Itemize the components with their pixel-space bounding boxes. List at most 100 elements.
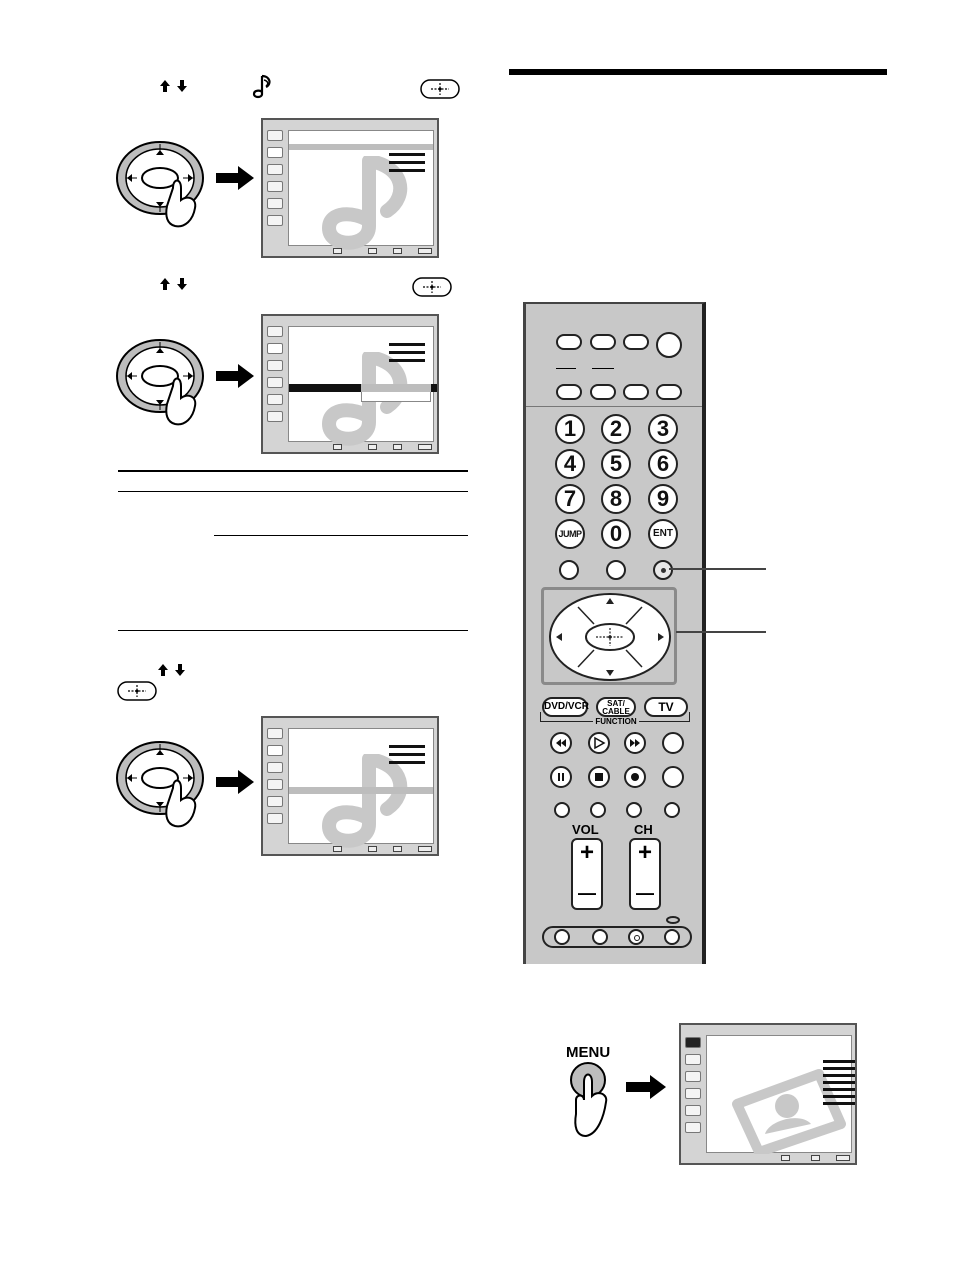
remote-top-button[interactable] — [590, 384, 616, 400]
right-arrow-icon — [216, 166, 254, 190]
view-icon — [666, 916, 680, 924]
sidebar-icon-setup — [685, 1122, 701, 1133]
menu-highlight-row — [289, 787, 433, 794]
footer-move-icon — [333, 444, 342, 450]
joystick-press-illustration — [116, 339, 204, 426]
footer-back-icon — [393, 248, 402, 254]
remote-round-button[interactable] — [559, 560, 579, 580]
remote-top-button[interactable] — [623, 384, 649, 400]
sidebar-icon-channel — [267, 181, 283, 192]
footer-move-icon — [333, 846, 342, 852]
stop-button[interactable] — [588, 766, 610, 788]
footer-menu-icon — [418, 444, 432, 450]
remote-small-button[interactable] — [664, 802, 680, 818]
remote-round-button[interactable] — [662, 732, 684, 754]
sidebar-icon-picture — [267, 728, 283, 739]
channel-rocker[interactable]: + — — [629, 838, 661, 910]
rewind-button[interactable] — [550, 732, 572, 754]
play-button[interactable] — [588, 732, 610, 754]
menu-value-bar — [389, 343, 425, 346]
volume-up[interactable]: + — [579, 839, 594, 866]
remote-round-button[interactable] — [606, 560, 626, 580]
remote-small-button[interactable] — [592, 929, 608, 945]
footer-move-icon — [781, 1155, 790, 1161]
sidebar-icon-picture — [685, 1037, 701, 1048]
menu-value-bar — [823, 1081, 855, 1084]
button-center-dot — [661, 568, 666, 573]
callout-line-menu — [669, 568, 766, 570]
remote-small-button[interactable] — [626, 802, 642, 818]
footer-select-icon — [368, 444, 377, 450]
fast-forward-button[interactable] — [624, 732, 646, 754]
sidebar-icon-parent — [267, 198, 283, 209]
power-button[interactable] — [656, 332, 682, 358]
number-button-0[interactable]: 0 — [601, 519, 631, 549]
sat-cable-button[interactable]: SAT/ CABLE — [596, 697, 636, 717]
number-button-1[interactable]: 1 — [555, 414, 585, 444]
right-arrow-icon — [216, 364, 254, 388]
pause-button[interactable] — [550, 766, 572, 788]
sidebar-icon-sound — [267, 147, 283, 158]
joystick-press-illustration — [116, 141, 204, 228]
dvd-vcr-button[interactable]: DVD/VCR — [542, 697, 589, 717]
menu-content-area — [288, 326, 437, 446]
tv-button[interactable]: TV — [644, 697, 688, 717]
menu-value-bar — [389, 169, 425, 172]
menu-value-bar — [389, 359, 425, 362]
joystick-press-illustration — [116, 741, 204, 828]
menu-value-bar — [823, 1060, 855, 1063]
volume-rocker[interactable]: + — — [571, 838, 603, 910]
jump-button[interactable]: JUMP — [555, 519, 585, 549]
sound-watermark-icon — [321, 352, 408, 446]
joystick-highlight-frame — [541, 587, 677, 685]
channel-down[interactable]: — — [636, 883, 654, 903]
right-arrow-icon — [216, 770, 254, 794]
number-button-4[interactable]: 4 — [555, 449, 585, 479]
channel-up[interactable]: + — [637, 839, 652, 866]
number-button-5[interactable]: 5 — [601, 449, 631, 479]
sound-watermark-icon — [321, 156, 408, 250]
remote-top-button[interactable] — [623, 334, 649, 350]
sidebar-icon-setup — [267, 411, 283, 422]
menu-content-area — [288, 130, 434, 250]
sidebar-icon-parent — [685, 1105, 701, 1116]
number-button-7[interactable]: 7 — [555, 484, 585, 514]
remote-top-button[interactable] — [556, 384, 582, 400]
menu-highlight-row — [289, 144, 433, 150]
ent-button[interactable]: ENT — [648, 519, 678, 549]
remote-small-button[interactable] — [554, 929, 570, 945]
remote-top-button[interactable] — [656, 384, 682, 400]
divider — [592, 368, 614, 369]
button-dot — [634, 935, 640, 941]
joystick-control[interactable] — [548, 592, 672, 682]
remote-small-button[interactable] — [628, 929, 644, 945]
sound-watermark-icon — [321, 754, 408, 848]
section-heading-bar — [509, 69, 887, 75]
sidebar-icon-screen — [267, 164, 283, 175]
volume-down[interactable]: — — [578, 883, 596, 903]
record-button[interactable] — [624, 766, 646, 788]
select-button-icon — [117, 681, 157, 701]
footer-back-icon — [393, 444, 402, 450]
sidebar-icon-screen — [685, 1071, 701, 1082]
up-down-arrows-icon — [158, 664, 185, 676]
remote-small-button[interactable] — [590, 802, 606, 818]
remote-small-button[interactable] — [664, 929, 680, 945]
menu-button[interactable] — [653, 560, 673, 580]
number-button-2[interactable]: 2 — [601, 414, 631, 444]
menu-selected-row — [289, 384, 361, 392]
remote-top-button[interactable] — [556, 334, 582, 350]
remote-round-button[interactable] — [662, 766, 684, 788]
number-button-8[interactable]: 8 — [601, 484, 631, 514]
sidebar-icon-setup — [267, 813, 283, 824]
up-down-arrows-icon — [160, 278, 187, 290]
menu-content-area — [706, 1035, 855, 1154]
sound-menu-screen-step3 — [261, 716, 439, 856]
select-button-icon — [420, 79, 460, 99]
sidebar-icon-picture — [267, 130, 283, 141]
remote-top-button[interactable] — [590, 334, 616, 350]
remote-small-button[interactable] — [554, 802, 570, 818]
number-button-6[interactable]: 6 — [648, 449, 678, 479]
number-button-3[interactable]: 3 — [648, 414, 678, 444]
number-button-9[interactable]: 9 — [648, 484, 678, 514]
